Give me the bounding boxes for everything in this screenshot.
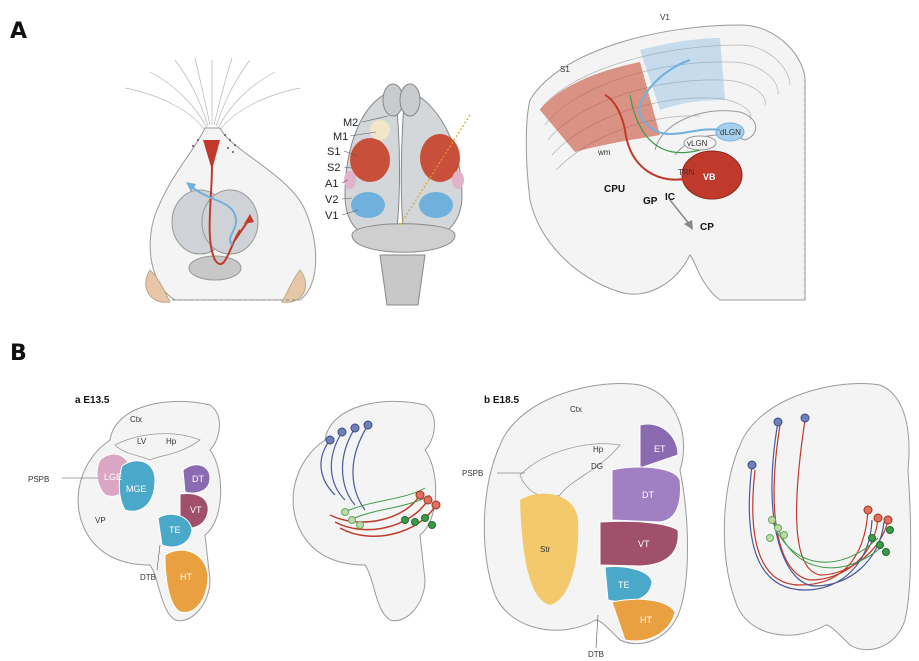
label-a-pspb: PSPB xyxy=(28,475,49,484)
label-b-dg: DG xyxy=(591,462,603,471)
area-m-left xyxy=(370,120,390,140)
panel-letter-b: B xyxy=(10,341,27,366)
label-vlgn: vLGN xyxy=(687,139,708,148)
area-v1-right xyxy=(419,192,453,218)
label-a-dt: DT xyxy=(192,474,204,484)
area-a1-left xyxy=(344,171,356,189)
label-ic: IC xyxy=(665,192,675,203)
label-a-vp: VP xyxy=(95,516,106,525)
label-dlgn: dLGN xyxy=(720,128,741,137)
area-s1-left xyxy=(350,138,390,182)
label-b-dt: DT xyxy=(642,490,654,500)
title-e18: b E18.5 xyxy=(484,395,519,406)
label-a-dtb: DTB xyxy=(140,573,156,582)
label-vb: VB xyxy=(703,172,716,182)
e18-forebrain-diagram: b E18.5 Ctx Hp DG PSPB ET DT VT Str TE H… xyxy=(462,383,688,659)
whiskers xyxy=(125,58,300,130)
label-a-ctx: Ctx xyxy=(130,415,142,424)
e18-axon-pathways xyxy=(724,383,910,649)
label-b-pspb: PSPB xyxy=(462,469,483,478)
label-gp: GP xyxy=(643,196,658,207)
title-e13: a E13.5 xyxy=(75,395,110,406)
label-v1-coronal: V1 xyxy=(660,13,670,22)
label-v2: V2 xyxy=(325,194,338,206)
cerebellum xyxy=(352,224,455,253)
brainstem xyxy=(380,255,425,305)
coronal-section-diagram: S1 V1 wm dLGN vLGN VB TRN CPU GP IC CP xyxy=(526,13,805,300)
label-v1: V1 xyxy=(325,210,338,222)
label-b-vt: VT xyxy=(638,539,650,549)
label-b-hp: Hp xyxy=(593,445,604,454)
label-b-et: ET xyxy=(654,444,666,454)
label-a-hp: Hp xyxy=(166,437,177,446)
label-m1: M1 xyxy=(333,131,348,143)
label-s1: S1 xyxy=(327,146,340,158)
label-a-mge: MGE xyxy=(126,484,147,494)
label-a-vt: VT xyxy=(190,505,202,515)
label-s2: S2 xyxy=(327,162,340,174)
label-wm: wm xyxy=(597,148,611,157)
label-cp: CP xyxy=(700,222,714,233)
label-b-str: Str xyxy=(540,545,551,554)
area-a1-right xyxy=(452,171,464,189)
e13-forebrain-diagram: a E13.5 Ctx LV Hp PSPB LGE MGE DT VT VP … xyxy=(28,395,221,621)
label-a1: A1 xyxy=(325,178,338,190)
label-b-dtb: DTB xyxy=(588,650,604,659)
e13-axon-pathways xyxy=(293,401,440,620)
label-a-te: TE xyxy=(169,525,181,535)
label-s1-coronal: S1 xyxy=(560,65,570,74)
label-b-ctx: Ctx xyxy=(570,405,582,414)
label-b-ht: HT xyxy=(640,615,652,625)
label-a-lge: LGE xyxy=(104,472,122,482)
label-b-te: TE xyxy=(618,580,630,590)
e18-pathway-outline xyxy=(724,383,910,649)
label-m2: M2 xyxy=(343,117,358,129)
label-a-ht: HT xyxy=(180,572,192,582)
label-a-lv: LV xyxy=(137,437,147,446)
rat-head-diagram xyxy=(125,58,316,302)
label-trn: TRN xyxy=(678,168,695,177)
dorsal-brain-diagram: M2 M1 S1 S2 A1 V2 V1 xyxy=(325,84,470,305)
label-cpu: CPU xyxy=(604,184,625,195)
olfactory-bulb-right xyxy=(400,84,420,116)
area-v1-left xyxy=(351,192,385,218)
e13-pathway-outline xyxy=(293,401,436,620)
panel-letter-a: A xyxy=(10,19,27,44)
